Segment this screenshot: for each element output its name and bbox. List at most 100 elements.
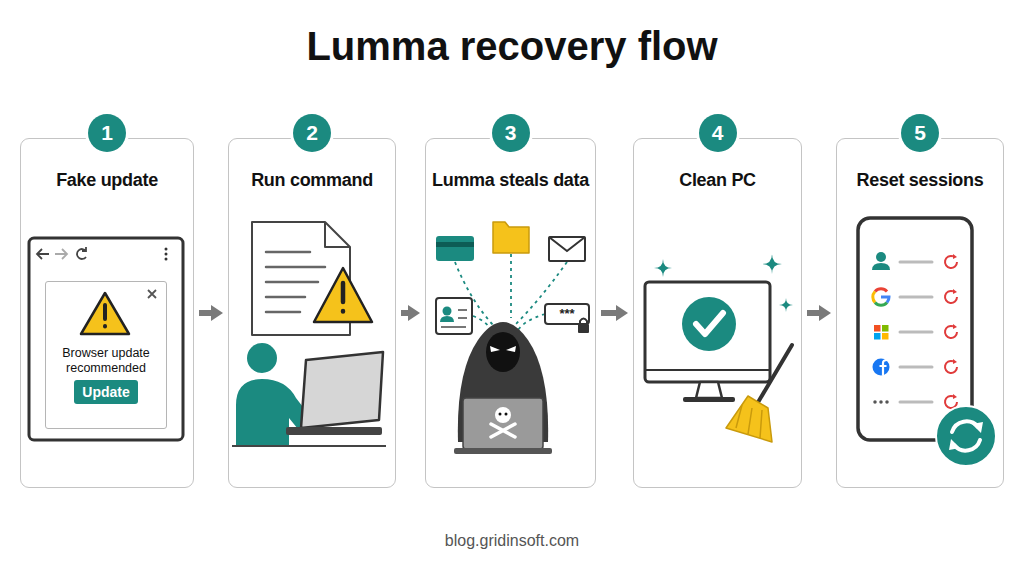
browser-window — [29, 238, 183, 440]
person-body — [236, 379, 316, 446]
check-circle — [682, 297, 736, 351]
step-card: Reset sessions5 — [836, 138, 1004, 488]
ms-red — [874, 325, 881, 332]
sparkles — [654, 254, 793, 354]
step-heading: Reset sessions — [837, 170, 1003, 191]
step-number-badge: 4 — [699, 114, 737, 152]
step-heading: Fake update — [21, 170, 193, 191]
person-head — [247, 343, 277, 373]
facebook-circle — [873, 359, 890, 376]
refresh-arrow-heads — [949, 422, 983, 450]
folder-icon — [493, 222, 529, 253]
close-icon — [148, 290, 156, 298]
broom-bristles — [726, 396, 772, 442]
flow-arrow — [601, 310, 616, 316]
step-card: Lumma steals data3 — [425, 138, 596, 488]
envelope-flap — [549, 237, 585, 251]
id-card-photo — [443, 307, 452, 316]
update-button: Update — [74, 380, 138, 404]
button-label: Update — [74, 380, 138, 404]
monitor-stand — [696, 382, 722, 398]
step-card: Clean PC4 — [633, 138, 802, 488]
more-dots — [875, 400, 887, 404]
diagram-title: Lumma recovery flow — [0, 24, 1024, 69]
password-mask: *** — [545, 305, 589, 323]
facebook-f — [880, 360, 888, 376]
step-heading: Lumma steals data — [426, 170, 595, 191]
step-number: 1 — [88, 114, 126, 152]
desk-line — [232, 445, 386, 447]
google-yellow — [873, 292, 875, 303]
document-page — [252, 222, 350, 335]
step-number-badge: 2 — [293, 114, 331, 152]
refresh-arrows — [952, 421, 980, 450]
hacker-hood — [458, 322, 548, 442]
laptop-base — [454, 448, 552, 454]
id-card-shoulders — [440, 316, 454, 322]
phone-frame — [858, 218, 972, 440]
update-popup: Browser update recommendedUpdate — [45, 281, 167, 429]
flow-arrow — [401, 310, 408, 316]
warning-triangle — [81, 293, 129, 334]
lock-body — [578, 324, 589, 333]
laptop-screen — [301, 352, 383, 428]
google-red — [875, 289, 887, 292]
monitor-foot — [683, 397, 735, 402]
skull — [495, 407, 511, 423]
ms-yellow — [882, 333, 889, 340]
credit-card-icon — [436, 236, 474, 261]
credit-card-stripe — [436, 242, 474, 247]
refresh-badge — [936, 406, 996, 466]
browser-back-arrow — [37, 249, 49, 259]
hacker-face — [486, 332, 520, 372]
envelope-icon — [549, 237, 585, 261]
google-green — [875, 303, 887, 306]
step-number-badge: 3 — [492, 114, 530, 152]
step-card: Fake update1Browser update recommendedUp… — [20, 138, 194, 488]
browser-forward-arrow — [55, 249, 67, 259]
source-credit: blog.gridinsoft.com — [0, 532, 1024, 550]
check-mark — [696, 313, 723, 334]
lock-shackle — [580, 319, 587, 325]
ms-blue — [874, 333, 881, 340]
broom-lines — [736, 405, 762, 438]
browser-menu-dots — [165, 249, 168, 259]
data-flow-lines — [455, 254, 567, 330]
warning-mark — [103, 305, 107, 327]
laptop-base — [286, 427, 382, 435]
flow-arrow — [199, 310, 211, 316]
ms-green — [882, 325, 889, 332]
step-number: 4 — [699, 114, 737, 152]
user-icon-head — [876, 252, 886, 262]
monitor-bezel — [645, 369, 770, 371]
step-card: Run command2 — [228, 138, 396, 488]
reset-icon-heads — [953, 254, 957, 399]
session-lines — [900, 262, 932, 402]
id-card-icon — [436, 298, 472, 334]
step-heading: Run command — [229, 170, 395, 191]
flow-arrow — [807, 310, 819, 316]
document-lines — [266, 252, 325, 312]
google-blue — [881, 297, 889, 303]
hacker-eyes — [490, 346, 516, 352]
document-fold — [325, 222, 350, 247]
laptop-lid — [463, 398, 543, 449]
user-icon-body — [872, 263, 890, 270]
popup-message: Browser update recommended — [50, 346, 162, 376]
step-number: 3 — [492, 114, 530, 152]
password-box — [545, 304, 589, 324]
monitor-frame — [645, 282, 770, 382]
broom-handle — [757, 345, 792, 404]
warning-triangle — [314, 268, 372, 322]
browser-reload-icon — [77, 247, 86, 259]
step-number: 5 — [901, 114, 939, 152]
skull-eyes — [500, 413, 506, 416]
id-card-lines — [441, 310, 467, 327]
reset-icons — [945, 256, 957, 408]
step-heading: Clean PC — [634, 170, 801, 191]
crossbones — [491, 424, 515, 437]
step-number-badge: 5 — [901, 114, 939, 152]
step-number-badge: 1 — [88, 114, 126, 152]
